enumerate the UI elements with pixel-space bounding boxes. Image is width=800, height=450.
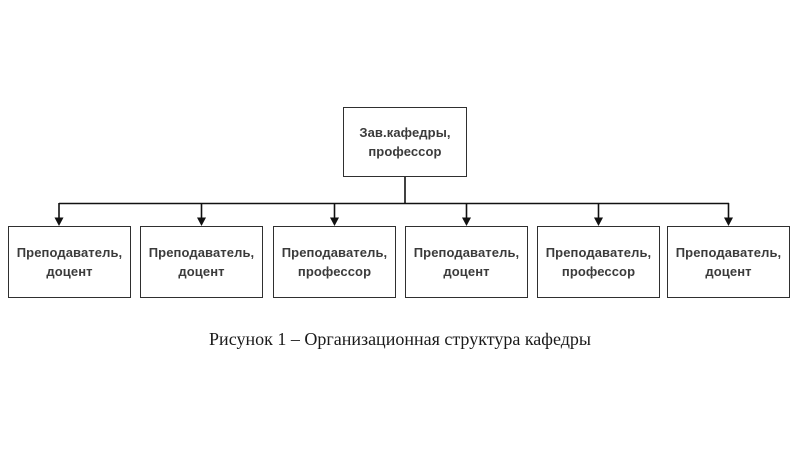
org-node-child-4: Преподаватель, доцент [405, 226, 528, 298]
org-node-root-label: Зав.кафедры, профессор [359, 125, 451, 159]
org-node-child-3: Преподаватель, профессор [273, 226, 396, 298]
connector-arrow [594, 203, 603, 226]
org-node-child-2: Преподаватель, доцент [140, 226, 263, 298]
org-node-root: Зав.кафедры, профессор [343, 107, 467, 177]
org-node-child-3-label: Преподаватель, профессор [281, 245, 388, 279]
org-node-child-6: Преподаватель, доцент [667, 226, 790, 298]
org-node-child-5: Преподаватель, профессор [537, 226, 660, 298]
org-node-child-2-label: Преподаватель, доцент [148, 245, 255, 279]
org-node-child-1: Преподаватель, доцент [8, 226, 131, 298]
org-node-child-4-label: Преподаватель, доцент [413, 245, 520, 279]
org-node-child-1-label: Преподаватель, доцент [16, 245, 123, 279]
connector-arrow [197, 203, 206, 226]
org-node-child-5-label: Преподаватель, профессор [545, 245, 652, 279]
connector-arrow [54, 203, 64, 226]
figure-caption: Рисунок 1 – Организационная структура ка… [209, 329, 591, 349]
org-node-child-6-label: Преподаватель, доцент [675, 245, 782, 279]
connector-arrow [724, 203, 733, 226]
connector-arrow [330, 203, 339, 226]
connector-arrow [462, 203, 471, 226]
